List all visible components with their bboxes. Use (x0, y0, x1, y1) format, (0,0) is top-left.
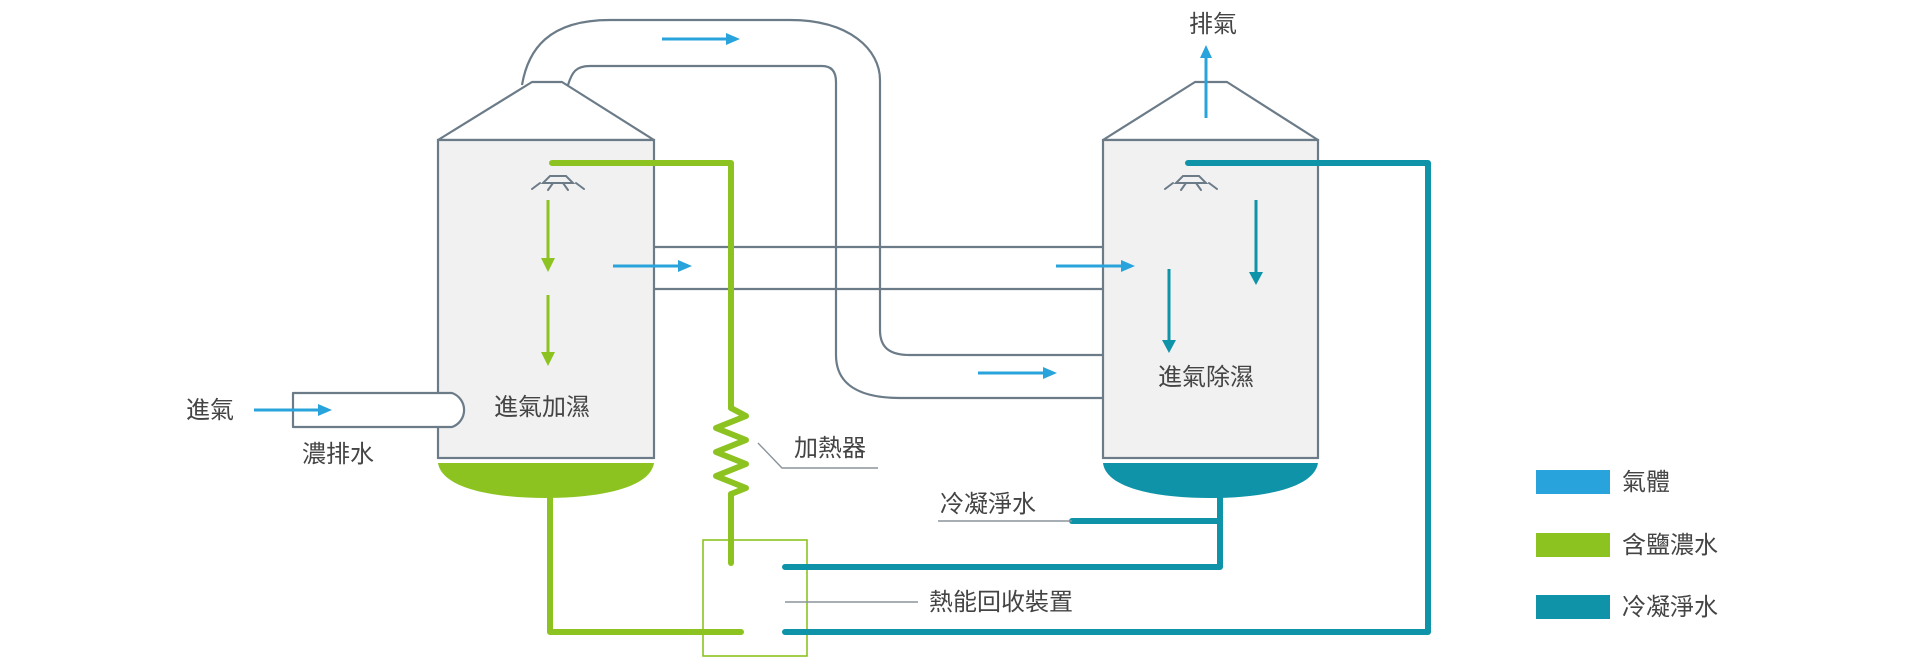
heater-label: 加熱器 (794, 434, 866, 462)
spray-nozzle-icon (531, 175, 585, 191)
legend-label-gas: 氣體 (1622, 468, 1670, 496)
brine-flow-arrow (541, 295, 555, 366)
brine-drain-label: 濃排水 (302, 440, 374, 468)
dehumidifier-tank (1101, 138, 1320, 460)
condensate-sump (1103, 463, 1318, 498)
heater-leader-line (757, 442, 878, 469)
intake-duct (291, 391, 466, 429)
humidifier-label: 進氣加濕 (494, 393, 590, 421)
gas-flow-arrow (613, 260, 692, 272)
condensate-outlet-label: 冷凝淨水 (940, 490, 1036, 518)
humidifier-tank (436, 138, 656, 460)
spray-nozzle-icon (1164, 175, 1218, 191)
condensate-flow-arrow (1249, 200, 1263, 285)
condensate-pipe-loop (782, 160, 1431, 635)
exhaust-arrow (1200, 45, 1212, 118)
upper-duct-outer (520, 18, 1103, 357)
gas-flow-arrow (662, 33, 740, 45)
heat-recovery-label: 熱能回收裝置 (929, 588, 1073, 616)
intake-air-label: 進氣 (186, 396, 234, 424)
legend-swatch-condensate (1536, 595, 1610, 619)
heater-coil (713, 405, 749, 497)
brine-pipe-top (549, 160, 734, 411)
brine-sump (438, 463, 654, 498)
upper-duct-inner (566, 64, 1103, 400)
legend-label-brine: 含鹽濃水 (1622, 531, 1718, 559)
legend-label-condensate: 冷凝淨水 (1622, 593, 1718, 621)
heat-recovery-unit (702, 539, 808, 657)
dehumidifier-tank-cap (1101, 80, 1320, 142)
legend-swatch-gas (1536, 470, 1610, 494)
brine-flow-arrow (541, 200, 555, 272)
dehumidifier-label: 進氣除濕 (1158, 363, 1254, 391)
brine-pipe-bottom (547, 495, 744, 635)
exhaust-label: 排氣 (1189, 10, 1237, 38)
humidifier-tank-cap (436, 80, 656, 142)
gas-flow-arrow (1056, 260, 1135, 272)
condensate-flow-arrow (1162, 269, 1176, 353)
gas-flow-arrow (254, 404, 332, 416)
legend-swatch-brine (1536, 533, 1610, 557)
gas-flow-arrow (978, 367, 1057, 379)
